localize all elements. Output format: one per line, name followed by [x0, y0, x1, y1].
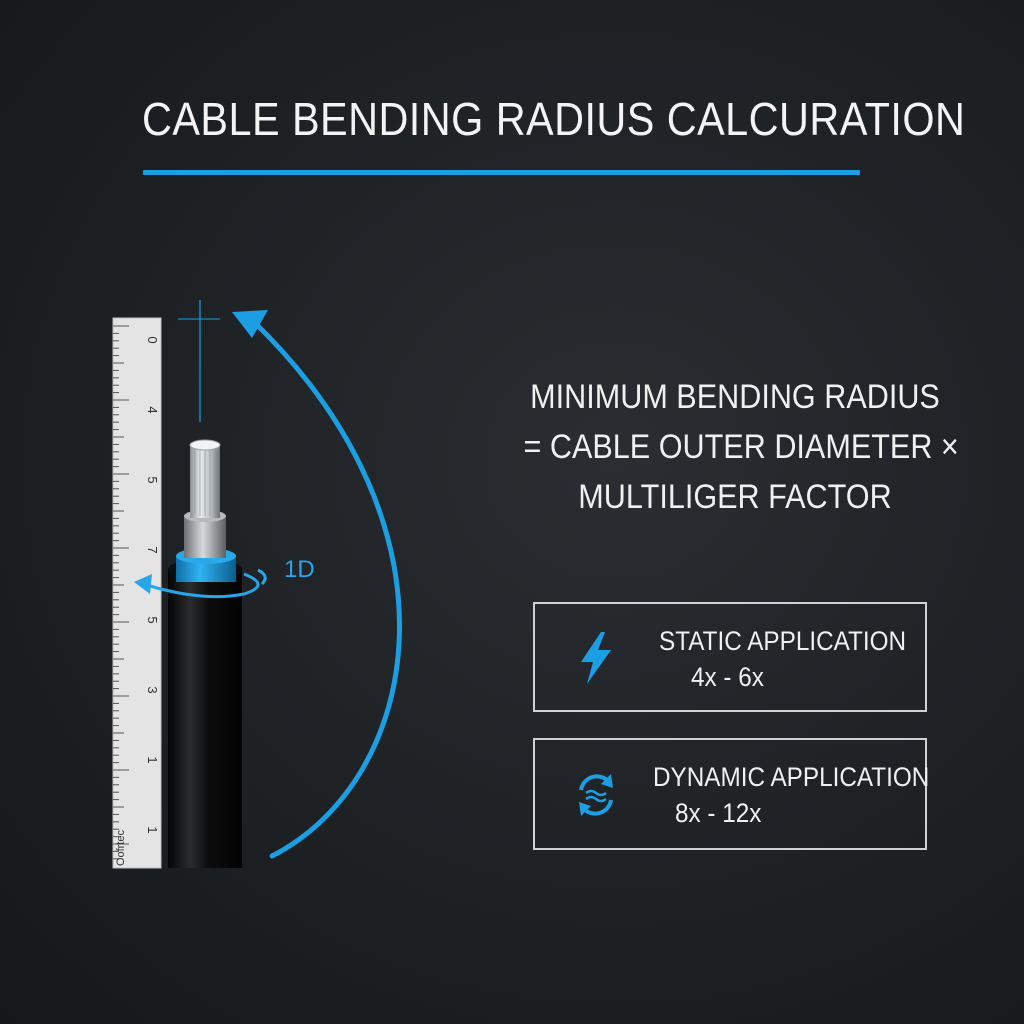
- static-application-card: STATIC APPLICATION 4x - 6x: [533, 602, 927, 712]
- formula-line-2: = CABLE OUTER DIAMETER ×: [523, 428, 959, 466]
- page-title: CABLE BENDING RADIUS CALCURATION: [142, 93, 966, 145]
- ruler-ticks: [113, 325, 129, 860]
- cycle-wave-icon: [579, 774, 613, 816]
- static-card-title: STATIC APPLICATION: [659, 626, 907, 656]
- ruler-label: 1: [145, 756, 160, 763]
- title-underline: [143, 170, 860, 175]
- diameter-indicator: [134, 568, 267, 599]
- formula-line-1: MINIMUM BENDING RADIUS: [530, 378, 940, 416]
- ruler-label: 5: [145, 616, 160, 623]
- formula: MINIMUM BENDING RADIUS = CABLE OUTER DIA…: [523, 372, 959, 522]
- static-card-value: 4x - 6x: [691, 662, 764, 692]
- ruler-label: 0: [145, 336, 160, 343]
- cable: [168, 439, 242, 868]
- dynamic-application-card: DYNAMIC APPLICATION 8x - 12x: [533, 738, 930, 850]
- cable-jacket: [168, 568, 242, 868]
- ruler-label: 3: [145, 686, 160, 693]
- ruler-label: 1: [145, 826, 160, 833]
- lightning-icon: [581, 632, 611, 684]
- ruler-label: 7: [145, 546, 160, 553]
- dynamic-card-value: 8x - 12x: [675, 798, 762, 828]
- cable-insulation: [184, 516, 226, 558]
- dynamic-card-title: DYNAMIC APPLICATION: [653, 762, 930, 792]
- diameter-label: 1D: [284, 556, 315, 583]
- bending-radius-arc: [232, 310, 402, 859]
- ruler-label: 5: [145, 476, 160, 483]
- ruler-label: 4: [145, 406, 160, 413]
- formula-line-3: MULTILIGER FACTOR: [578, 478, 892, 516]
- ruler-brand-text: Oofrtec: [115, 829, 127, 866]
